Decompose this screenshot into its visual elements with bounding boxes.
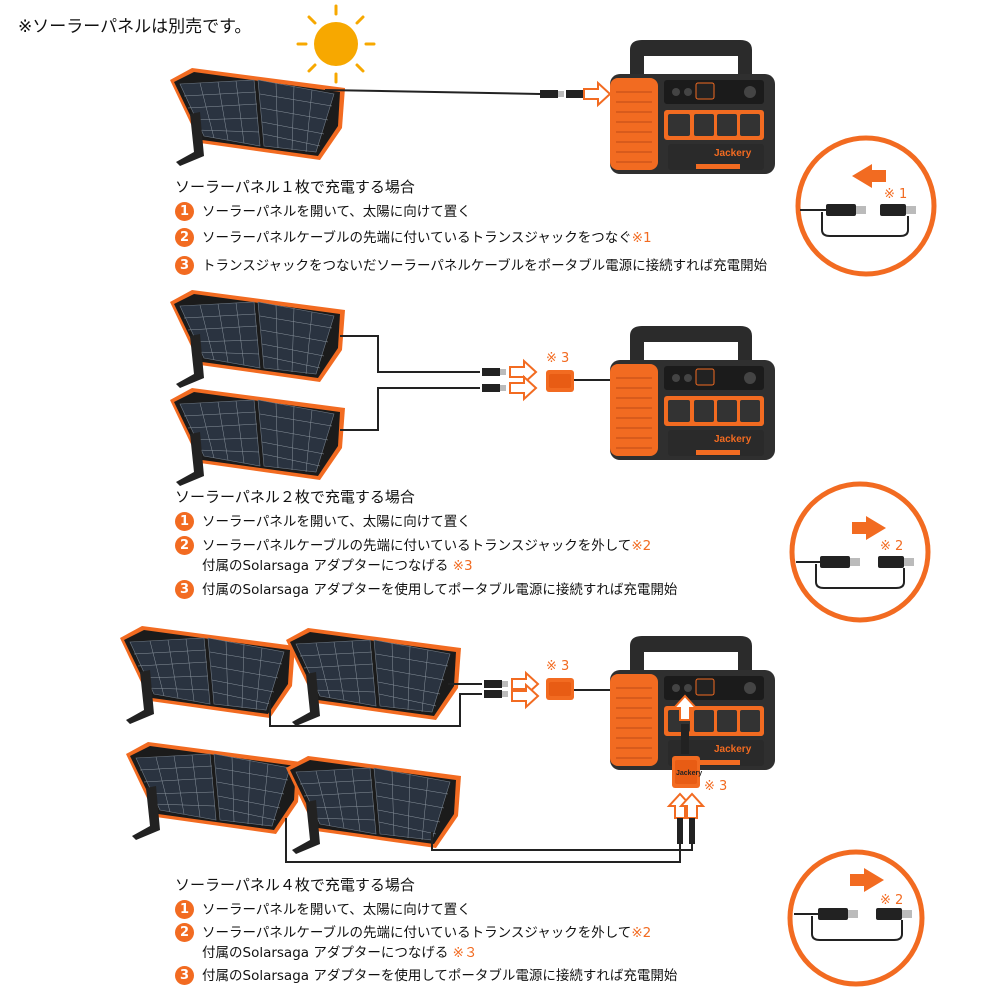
step-number-badge: 2: [175, 228, 194, 247]
cable: [285, 818, 681, 863]
adapter: [546, 370, 574, 392]
step-number-badge: 1: [175, 512, 194, 531]
panel-4-d: [285, 755, 462, 855]
sun-icon: [296, 4, 376, 84]
section-1-step-2: 2 ソーラーパネルケーブルの先端に付いているトランスジャックをつなぐ ※1: [175, 228, 652, 248]
callout-circle-2: ※ 2: [789, 481, 931, 623]
section-3-step-2: 2 ソーラーパネルケーブルの先端に付いているトランスジャックを外して※2 付属の…: [175, 923, 651, 963]
solar-panel-sold-separately-note: ※ソーラーパネルは別売です。: [18, 17, 252, 37]
section-3-step-3: 3 付属のSolarsaga アダプターを使用してポータブル電源に接続すれば充電…: [175, 966, 677, 986]
section-2-step-3: 3 付属のSolarsaga アダプターを使用してポータブル電源に接続すれば充電…: [175, 580, 677, 600]
section-3-step-1: 1 ソーラーパネルを開いて、太陽に向けて置く: [175, 900, 471, 920]
panel-2-a: [169, 289, 346, 389]
step-number-badge: 1: [175, 202, 194, 221]
panel-1-a: [169, 67, 346, 167]
step-text: 付属のSolarsaga アダプターを使用してポータブル電源に接続すれば充電開始: [202, 968, 678, 984]
step-text: ソーラーパネルケーブルの先端に付いているトランスジャックをつなぐ: [202, 230, 632, 246]
step-number-badge: 3: [175, 966, 194, 985]
connector: [482, 384, 506, 392]
step-text: 付属のSolarsaga アダプターを使用してポータブル電源に接続すれば充電開始: [202, 582, 678, 598]
step-number-badge: 3: [175, 580, 194, 599]
panel-4-c: [125, 741, 302, 841]
step-reference: ※2: [631, 538, 652, 554]
callout-marker-3: ※ 2: [880, 893, 903, 908]
connector: [484, 680, 508, 688]
station-brand-2: Jackery: [714, 434, 752, 445]
step-reference: ※1: [631, 230, 652, 246]
connector: [677, 818, 683, 844]
cable: [340, 335, 480, 373]
step-text: ソーラーパネルを開いて、太陽に向けて置く: [202, 902, 471, 918]
arrow-right-icon: [509, 376, 537, 400]
arrow-right-icon: [583, 82, 611, 106]
cable: [269, 693, 482, 727]
step-text: ソーラーパネルを開いて、太陽に向けて置く: [202, 514, 471, 530]
panel-2-b: [169, 387, 346, 487]
step-text: ソーラーパネルケーブルの先端に付いているトランスジャックを外して: [202, 538, 632, 554]
section-2-heading: ソーラーパネル２枚で充電する場合: [175, 488, 415, 506]
section-3-heading: ソーラーパネル４枚で充電する場合: [175, 876, 415, 894]
callout-circle-3: ※ 2: [787, 849, 925, 987]
section-1-step-1: 1 ソーラーパネルを開いて、太陽に向けて置く: [175, 202, 471, 222]
connector: [540, 90, 564, 98]
cable: [681, 724, 689, 754]
adapter-marker: ※ 3: [704, 779, 727, 794]
cable: [431, 832, 693, 851]
adapter-brand: Jackery: [676, 770, 702, 777]
station-brand-1: Jackery: [714, 148, 752, 159]
connector: [484, 690, 508, 698]
callout-marker-2: ※ 2: [880, 539, 903, 554]
adapter-marker: ※ 3: [546, 351, 569, 366]
step-number-badge: 1: [175, 900, 194, 919]
station-brand-3: Jackery: [714, 744, 752, 755]
callout-marker-1: ※ 1: [884, 187, 907, 202]
section-2-step-1: 1 ソーラーパネルを開いて、太陽に向けて置く: [175, 512, 471, 532]
cable: [324, 89, 541, 95]
section-1-step-3: 3 トランスジャックをつないだソーラーパネルケーブルをポータブル電源に接続すれば…: [175, 256, 767, 276]
section-2-step-2: 2 ソーラーパネルケーブルの先端に付いているトランスジャックを外して※2 付属の…: [175, 536, 651, 576]
adapter-marker: ※ 3: [546, 659, 569, 674]
step-number-badge: 2: [175, 923, 194, 942]
step-text: ソーラーパネルケーブルの先端に付いているトランスジャックを外して: [202, 925, 632, 941]
cable: [340, 387, 480, 431]
step-text: ソーラーパネルを開いて、太陽に向けて置く: [202, 204, 471, 220]
section-1-heading: ソーラーパネル１枚で充電する場合: [175, 178, 415, 196]
step-text-line-2: 付属のSolarsaga アダプターにつなげる: [202, 558, 449, 574]
adapter: [546, 678, 574, 700]
step-number-badge: 2: [175, 536, 194, 555]
step-reference: ※2: [631, 925, 652, 941]
step-number-badge: 3: [175, 256, 194, 275]
connector: [482, 368, 506, 376]
callout-circle-1: ※ 1: [795, 135, 937, 277]
adapter-vertical: [672, 756, 700, 788]
step-reference: ※３: [452, 945, 478, 961]
step-text: トランスジャックをつないだソーラーパネルケーブルをポータブル電源に接続すれば充電…: [202, 258, 768, 274]
panel-4-a: [119, 625, 296, 725]
panel-4-b: [285, 627, 462, 727]
connector: [689, 818, 695, 844]
step-text-line-2: 付属のSolarsaga アダプターにつなげる: [202, 945, 449, 961]
step-reference: ※3: [452, 558, 473, 574]
